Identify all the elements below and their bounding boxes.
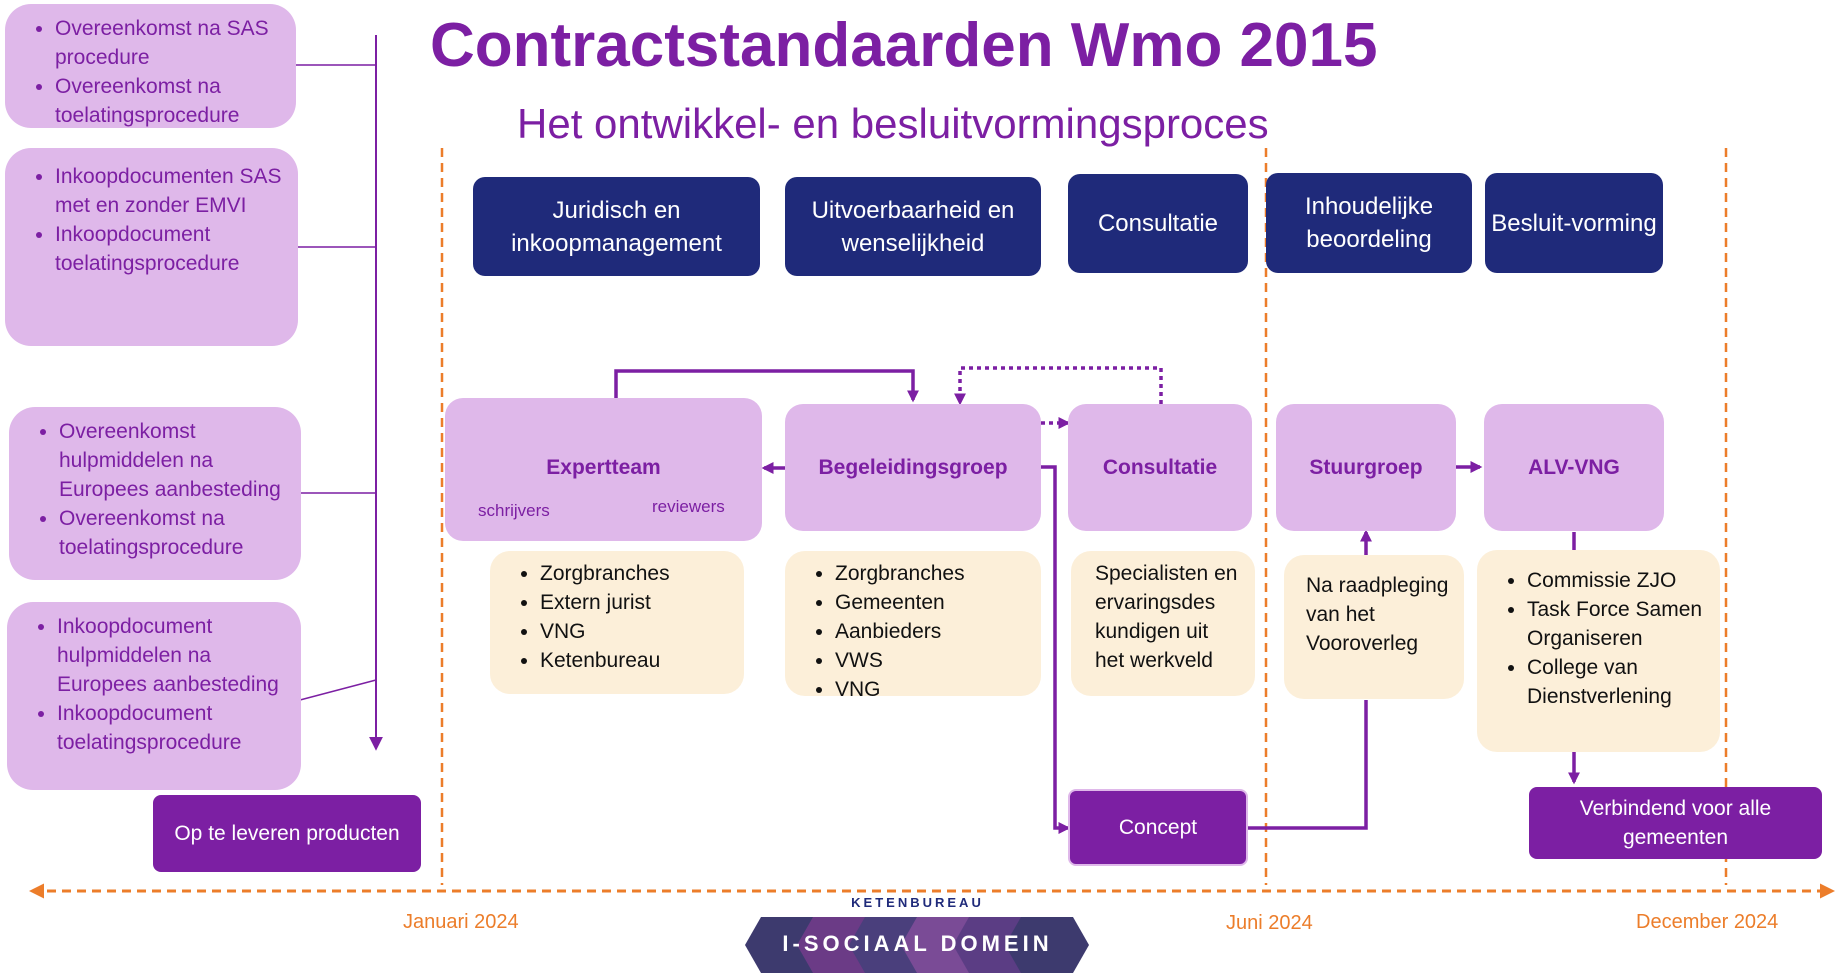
reviewers-label: reviewers [652,497,725,516]
date-mid: Juni 2024 [1226,912,1313,934]
member-item: Commissie ZJO [1527,566,1710,595]
member-item: Gemeenten [835,588,1031,617]
arrow-expert-to-begeleiding [614,369,919,404]
product-box-2: Inkoopdocumenten SAS met en zonder EMVI … [5,148,298,346]
member-item: Aanbieders [835,617,1031,646]
deliverables-label: Op te leveren producten [153,795,421,872]
product-item: Inkoopdocument toelatingsprocedure [57,699,291,757]
product-item: Inkoopdocument toelatingsprocedure [55,220,288,278]
page-title: Contractstandaarden Wmo 2015 [430,11,1378,80]
left-bracket [296,35,383,751]
member-item: Zorgbranches [835,559,1031,588]
logo-main-text: I-SOCIAAL DOMEIN [782,931,1053,956]
member-item: Task Force Samen Organiseren [1527,595,1710,653]
arrow-begeleiding-to-concept [1041,465,1071,834]
binding-box: Verbindend voor alle gemeenten [1529,787,1822,859]
product-box-1: Overeenkomst na SAS procedure Overeenkom… [5,4,296,128]
product-item: Overeenkomst na toelatingsprocedure [59,504,291,562]
phase-besluitvorming: Besluit-vorming [1485,173,1663,273]
schrijvers-label: schrijvers [478,501,550,520]
begeleidingsgroep-box: Begeleidingsgroep [785,404,1041,531]
member-item: Zorgbranches [540,559,734,588]
logo-hexagons [745,917,1089,973]
product-item: Overeenkomst na toelatingsprocedure [55,72,286,130]
member-item: VWS [835,646,1031,675]
consultatie-members: Specialisten en ervaringsdes kundigen ui… [1071,551,1255,696]
product-item: Inkoopdocument hulpmiddelen na Europees … [57,612,291,699]
member-item: College van Dienstverlening [1527,653,1710,711]
member-item: Extern jurist [540,588,734,617]
arrow-consultatie-feedback [954,366,1163,406]
product-item: Inkoopdocumenten SAS met en zonder EMVI [55,162,288,220]
phase-consultatie: Consultatie [1068,174,1248,273]
member-item: Ketenbureau [540,646,734,675]
begeleidingsgroep-members: Zorgbranches Gemeenten Aanbieders VWS VN… [785,551,1041,701]
page-subtitle: Het ontwikkel- en besluitvormingsproces [517,100,1269,147]
expertteam-title: Expertteam [546,456,661,479]
alv-members: Commissie ZJO Task Force Samen Organiser… [1477,550,1720,752]
date-end: December 2024 [1636,911,1779,933]
concept-box: Concept [1068,789,1248,866]
member-item: VNG [540,617,734,646]
stuurgroep-note: Na raadpleging van het Vooroverleg [1284,555,1464,699]
expertteam-members: Zorgbranches Extern jurist VNG Ketenbure… [490,551,744,694]
phase-inhoudelijke-beoordeling: Inhoudelijke beoordeling [1266,173,1472,273]
phase-juridisch: Juridisch en inkoopmanagement [473,177,760,276]
product-box-4: Inkoopdocument hulpmiddelen na Europees … [7,602,301,790]
product-item: Overeenkomst hulpmiddelen na Europees aa… [59,417,291,504]
member-item: VNG [835,675,1031,704]
product-box-3: Overeenkomst hulpmiddelen na Europees aa… [9,407,301,580]
alv-vng-box: ALV-VNG [1484,404,1664,531]
logo-top-text: KETENBUREAU [851,895,984,910]
phase-dividers [440,148,1728,885]
date-start: Januari 2024 [403,911,519,933]
expertteam-box: Expertteam schrijvers reviewers [445,398,762,541]
stuurgroep-box: Stuurgroep [1276,404,1456,531]
arrow-concept-to-stuurgroep [1248,700,1368,830]
product-item: Overeenkomst na SAS procedure [55,14,286,72]
phase-uitvoerbaarheid: Uitvoerbaarheid en wenselijkheid [785,177,1041,276]
consultatie-box: Consultatie [1068,404,1252,531]
ketenbureau-logo: KETENBUREAU I-SOCIAAL DOMEIN [745,895,1090,977]
